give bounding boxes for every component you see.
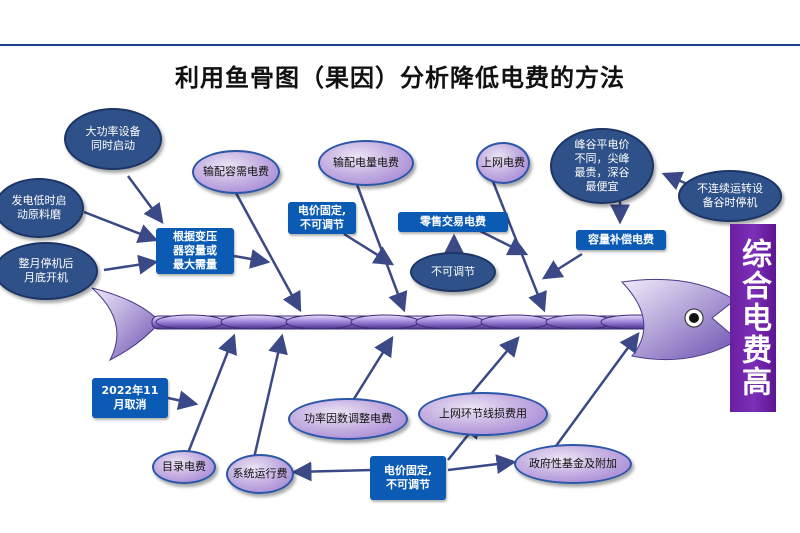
capacity-compensation-box: 容量补偿电费: [576, 230, 666, 250]
catalog-fee: 目录电费: [152, 450, 216, 484]
line-loss-fee: 上网环节线损费用: [418, 392, 548, 436]
cause-high-power-startup: 大功率设备 同时启动: [64, 108, 162, 170]
cancelled-nov-2022-box: 2022年11 月取消: [92, 378, 168, 418]
fish-head: [620, 278, 739, 361]
system-operation-fee: 系统运行费: [226, 454, 294, 494]
non-adjustable-oval: 不可调节: [410, 252, 496, 292]
transformer-capacity-box: 根据变压 器容量或 最大需量: [156, 228, 234, 274]
power-factor-adjust-fee: 功率因数调整电费: [288, 398, 408, 440]
fixed-price-box-top: 电价固定, 不可调节: [288, 202, 356, 234]
result-high-electricity-cost: 综合电费高: [730, 224, 776, 412]
fixed-price-box-bottom: 电价固定, 不可调节: [370, 456, 446, 500]
cause-low-generation-mill: 发电低时启 动原料磨: [0, 178, 84, 238]
page-title: 利用鱼骨图（果因）分析降低电费的方法: [175, 64, 625, 92]
cause-arrows: [83, 171, 693, 482]
capacity-demand-fee: 输配容需电费: [192, 150, 280, 194]
cause-month-shutdown: 整月停机后 月底开机: [0, 242, 98, 300]
government-fund-fee: 政府性基金及附加: [514, 444, 632, 484]
energy-transmission-fee: 输配电量电费: [318, 140, 414, 186]
header-rule: [0, 44, 800, 46]
retail-trading-fee-box: 零售交易电费: [398, 212, 508, 232]
fish-tail: [91, 287, 161, 362]
off-peak-shutdown-oval: 不连续运转设 备谷时停机: [678, 170, 782, 222]
tou-price-oval: 峰谷平电价 不同，尖峰 最贵，深谷 最便宜: [550, 128, 654, 204]
grid-purchase-fee: 上网电费: [476, 142, 530, 184]
